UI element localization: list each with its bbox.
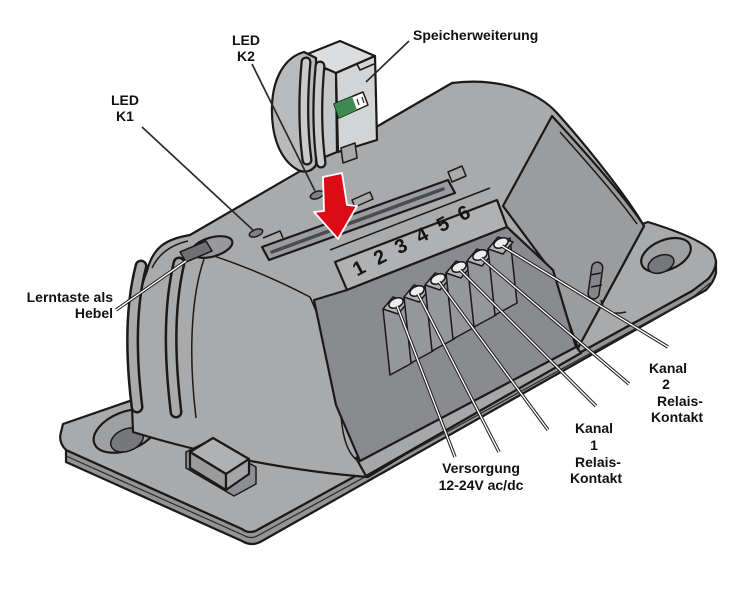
svg-text:Lerntaste als: Lerntaste als <box>27 289 114 305</box>
svg-text:Hebel: Hebel <box>75 305 113 321</box>
svg-text:Relais-: Relais- <box>575 454 621 470</box>
socket-left-bracket <box>262 230 284 239</box>
svg-text:K2: K2 <box>237 48 255 64</box>
module-clip-rail-core <box>300 58 311 164</box>
socket-right-hook <box>447 165 467 183</box>
dome-topleft-corner-line <box>151 240 189 269</box>
svg-text:LED: LED <box>232 32 260 48</box>
base-plate-parting-line <box>65 282 711 539</box>
leader-terminal-5 <box>479 256 631 386</box>
label-speicherweiterung: Speicherweiterung <box>413 27 538 43</box>
leader-lines <box>115 40 669 458</box>
svg-text:12-24V ac/dc: 12-24V ac/dc <box>439 477 524 493</box>
socket-center-bracket <box>351 191 374 208</box>
label-lerntaste-hebel: Lerntaste als Hebel <box>27 289 114 321</box>
leader-terminal-3 <box>437 280 550 432</box>
dome-front-contour <box>191 258 205 419</box>
module-label-green-stripe <box>334 96 357 118</box>
module-clip-rail2-core <box>314 62 325 167</box>
lever-strip-outer-core <box>128 262 145 411</box>
clip-front-right <box>224 457 251 492</box>
lever-hook <box>179 240 213 263</box>
memory-module <box>270 39 379 173</box>
latch-clip <box>185 436 257 497</box>
dome-end-corner-line <box>559 131 638 225</box>
leader-terminal-4 <box>458 268 598 408</box>
label-kanal-1: Kanal 1 Relais- Kontakt <box>570 420 622 486</box>
svg-text:Kanal: Kanal <box>649 360 687 376</box>
leader-led-k2 <box>251 63 316 192</box>
callout-labels: LED K2 Speicherweiterung LED K1 Lerntast… <box>27 27 704 493</box>
terminal-screws <box>388 237 509 309</box>
label-versorgung: Versorgung 12-24V ac/dc <box>439 460 524 493</box>
leader-speicherweiterung <box>365 40 410 83</box>
module-label-ticks <box>356 96 365 106</box>
terminal-number-strip: 1 2 3 4 5 6 <box>329 187 509 292</box>
svg-text:Relais-: Relais- <box>657 393 703 409</box>
insert-arrow-icon <box>313 172 358 240</box>
label-kanal-2: Kanal 2 Relais- Kontakt <box>649 360 703 425</box>
svg-text:2: 2 <box>662 376 670 392</box>
side-slot-detail <box>587 261 604 300</box>
strip-groove-line <box>329 187 491 251</box>
leader-led-k1 <box>141 126 255 232</box>
label-led-k1: LED K1 <box>111 92 139 124</box>
module-bottom-tab <box>340 142 358 164</box>
module-notch <box>356 63 375 71</box>
svg-text:Kontakt: Kontakt <box>651 409 703 425</box>
led-k1-hole <box>248 228 264 238</box>
svg-text:Versorgung: Versorgung <box>442 460 520 476</box>
label-led-k2: LED K2 <box>232 32 260 64</box>
lever-strip-inner-core <box>167 259 183 416</box>
side-slot-ticks <box>589 272 603 288</box>
svg-text:Kontakt: Kontakt <box>570 470 622 486</box>
svg-text:LED: LED <box>111 92 139 108</box>
module-socket-groove <box>270 187 445 254</box>
svg-text:1: 1 <box>590 437 598 453</box>
svg-text:Kanal: Kanal <box>575 420 613 436</box>
leader-terminal-1 <box>395 305 457 458</box>
svg-text:K1: K1 <box>116 108 134 124</box>
leader-terminal-2 <box>416 293 501 453</box>
leader-terminal-6 <box>501 244 669 349</box>
leader-lerntaste <box>115 259 187 312</box>
learn-lever <box>126 235 234 419</box>
mounting-hole-right <box>640 236 692 275</box>
top-face-details <box>248 165 467 262</box>
